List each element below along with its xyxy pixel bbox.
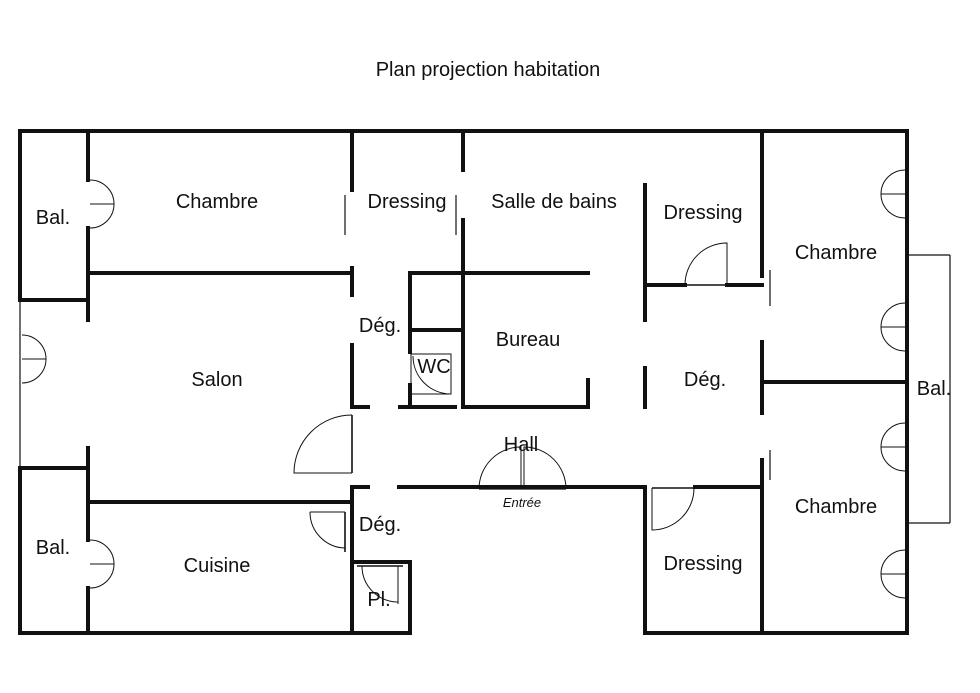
door-swings (293, 242, 728, 604)
room-label-chambre-right-bottom: Chambre (795, 496, 877, 518)
room-label-chambre-right-top: Chambre (795, 242, 877, 264)
room-label-salon: Salon (191, 369, 242, 391)
room-label-salle-de-bains: Salle de bains (491, 191, 617, 213)
room-label-cuisine: Cuisine (184, 555, 251, 577)
room-label-dressing-bottom: Dressing (664, 553, 743, 575)
room-label-wc: WC (417, 356, 450, 378)
room-label-deg-right: Dég. (684, 369, 726, 391)
room-labels: Bal. Chambre Dressing Salle de bains Dre… (36, 191, 951, 611)
plan-title: Plan projection habitation (376, 59, 601, 81)
interior-walls (86, 129, 909, 635)
window-swings (21, 169, 906, 599)
entrance-label: Entrée (503, 495, 541, 510)
room-label-deg-left: Dég. (359, 315, 401, 337)
room-label-bal-top-left: Bal. (36, 207, 70, 229)
room-label-placard: Pl. (367, 589, 390, 611)
room-label-chambre-top: Chambre (176, 191, 258, 213)
room-label-bal-right: Bal. (917, 378, 951, 400)
room-label-bureau: Bureau (496, 329, 561, 351)
room-label-hall: Hall (504, 434, 538, 456)
room-label-dressing-top-right: Dressing (664, 202, 743, 224)
room-label-deg-bottom: Dég. (359, 514, 401, 536)
opening-marks (344, 195, 951, 524)
room-label-bal-bottom-left: Bal. (36, 537, 70, 559)
room-label-dressing-top: Dressing (368, 191, 447, 213)
